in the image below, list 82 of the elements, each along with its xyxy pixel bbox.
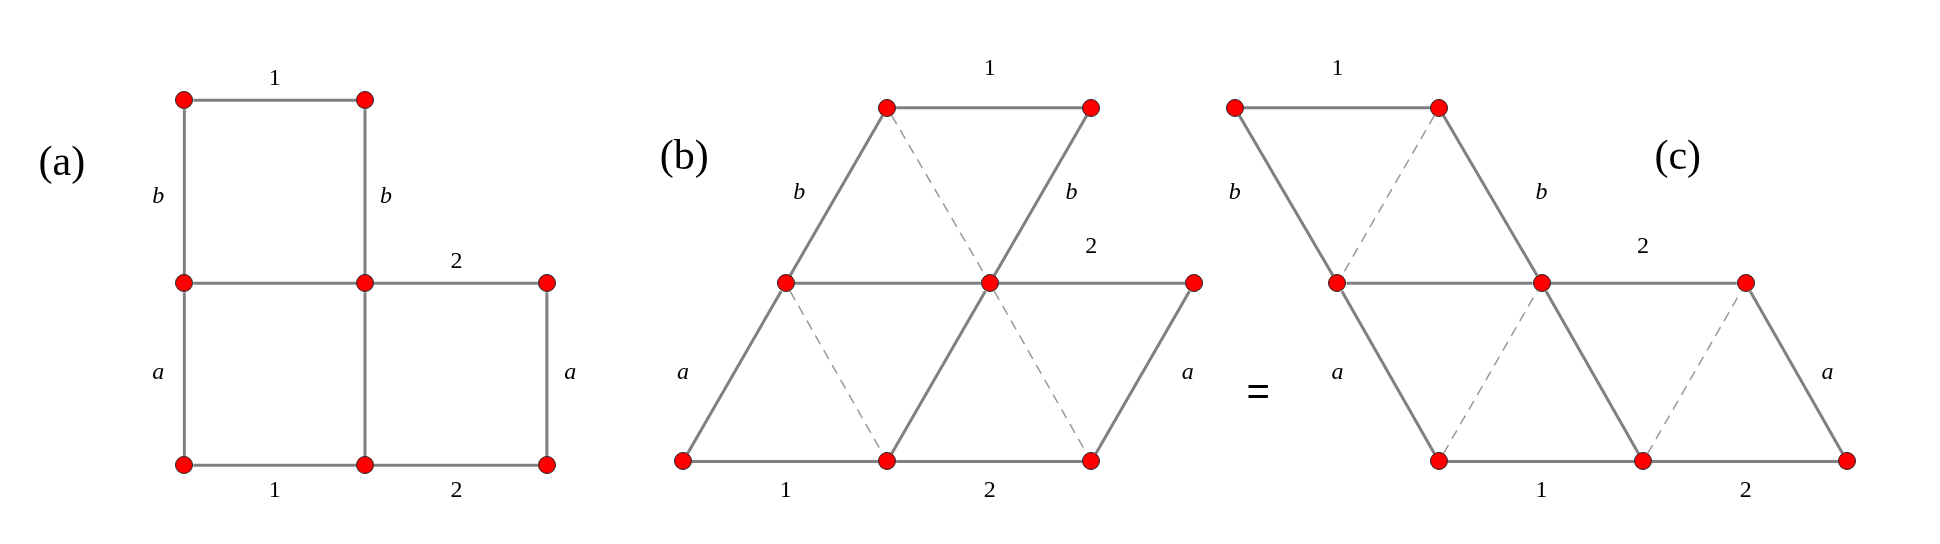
edge-label: 2 (1739, 476, 1752, 501)
edge-line (1550, 281, 1737, 285)
edge-label: b (380, 183, 392, 208)
vertex-dot (1532, 274, 1551, 293)
edge-line (1447, 460, 1635, 463)
edge-line (998, 281, 1185, 285)
edge-line (1243, 106, 1430, 110)
edge-line (1652, 460, 1839, 463)
edge-label: a (676, 359, 689, 384)
edge-line (1340, 290, 1436, 455)
panel-label: (a) (38, 139, 86, 182)
vertex-dot (356, 91, 374, 110)
vertex-dot (980, 274, 999, 293)
edge-label: a (564, 359, 577, 384)
edge-line (363, 292, 367, 457)
edge-line (1094, 290, 1191, 455)
vertex-dot (1082, 452, 1101, 471)
edge-line (993, 114, 1089, 277)
edge-label: 2 (1085, 232, 1098, 257)
edge-line (182, 292, 186, 457)
edge-label: 2 (1637, 232, 1650, 257)
edge-label: a (1181, 359, 1194, 384)
edge-line (1346, 281, 1533, 285)
edge-line (363, 109, 367, 275)
edge-line (545, 292, 549, 457)
edge-line (1544, 290, 1640, 455)
vertex-dot (1082, 98, 1101, 117)
vertex-dot (356, 274, 374, 293)
vertex-dot (1736, 274, 1755, 293)
edge-label: b (1535, 178, 1548, 203)
edge-label: 1 (268, 476, 281, 501)
edge-line (896, 460, 1083, 463)
edge-label: 1 (1331, 54, 1344, 79)
edge-label: b (793, 178, 806, 203)
panel-label: (c) (1654, 133, 1701, 176)
edge-label: a (1821, 359, 1834, 384)
edge-label: b (152, 183, 165, 208)
vertex-dot (1225, 98, 1244, 117)
vertex-dot (878, 452, 897, 471)
edge-label: 1 (983, 54, 996, 79)
edge-label: 2 (983, 476, 996, 501)
vertex-dot (1429, 98, 1448, 117)
edge-line (788, 114, 884, 277)
edge-line (794, 281, 981, 285)
edge-line (193, 98, 356, 102)
edge-line (374, 281, 538, 285)
edge-line (1238, 114, 1335, 277)
equals-sign: = (1246, 370, 1270, 411)
edge-line (193, 281, 356, 285)
vertex-dot (537, 456, 556, 475)
edge-line (691, 460, 879, 463)
edge-line (182, 109, 186, 275)
vertex-dot (537, 274, 556, 293)
edge-line (896, 106, 1083, 110)
edge-label: b (1228, 178, 1241, 203)
panel-label: (b) (659, 133, 709, 176)
edge-line (193, 463, 356, 467)
edge-label: b (1065, 178, 1078, 203)
vertex-dot (1184, 274, 1203, 293)
edge-label: 1 (779, 476, 792, 501)
vertex-dot (776, 274, 795, 293)
edge-label: a (152, 359, 165, 384)
edge-line (1748, 290, 1845, 455)
edge-label: 2 (450, 247, 463, 272)
vertex-dot (1328, 274, 1347, 293)
vertex-dot (1429, 452, 1448, 471)
edge-line (890, 290, 987, 455)
vertex-dot (673, 452, 692, 471)
edge-label: a (1331, 359, 1344, 384)
vertex-dot (1838, 452, 1857, 471)
vertex-dot (175, 274, 194, 293)
vertex-dot (1634, 452, 1653, 471)
edge-line (374, 463, 538, 467)
edge-label: 1 (268, 64, 281, 89)
edge-line (1442, 114, 1539, 277)
vertex-dot (356, 456, 374, 475)
edge-label: 1 (1535, 476, 1548, 501)
edge-line (686, 290, 783, 455)
vertex-dot (175, 456, 194, 475)
vertex-dot (878, 98, 897, 117)
vertex-dot (175, 91, 194, 110)
edge-label: 2 (450, 476, 463, 501)
